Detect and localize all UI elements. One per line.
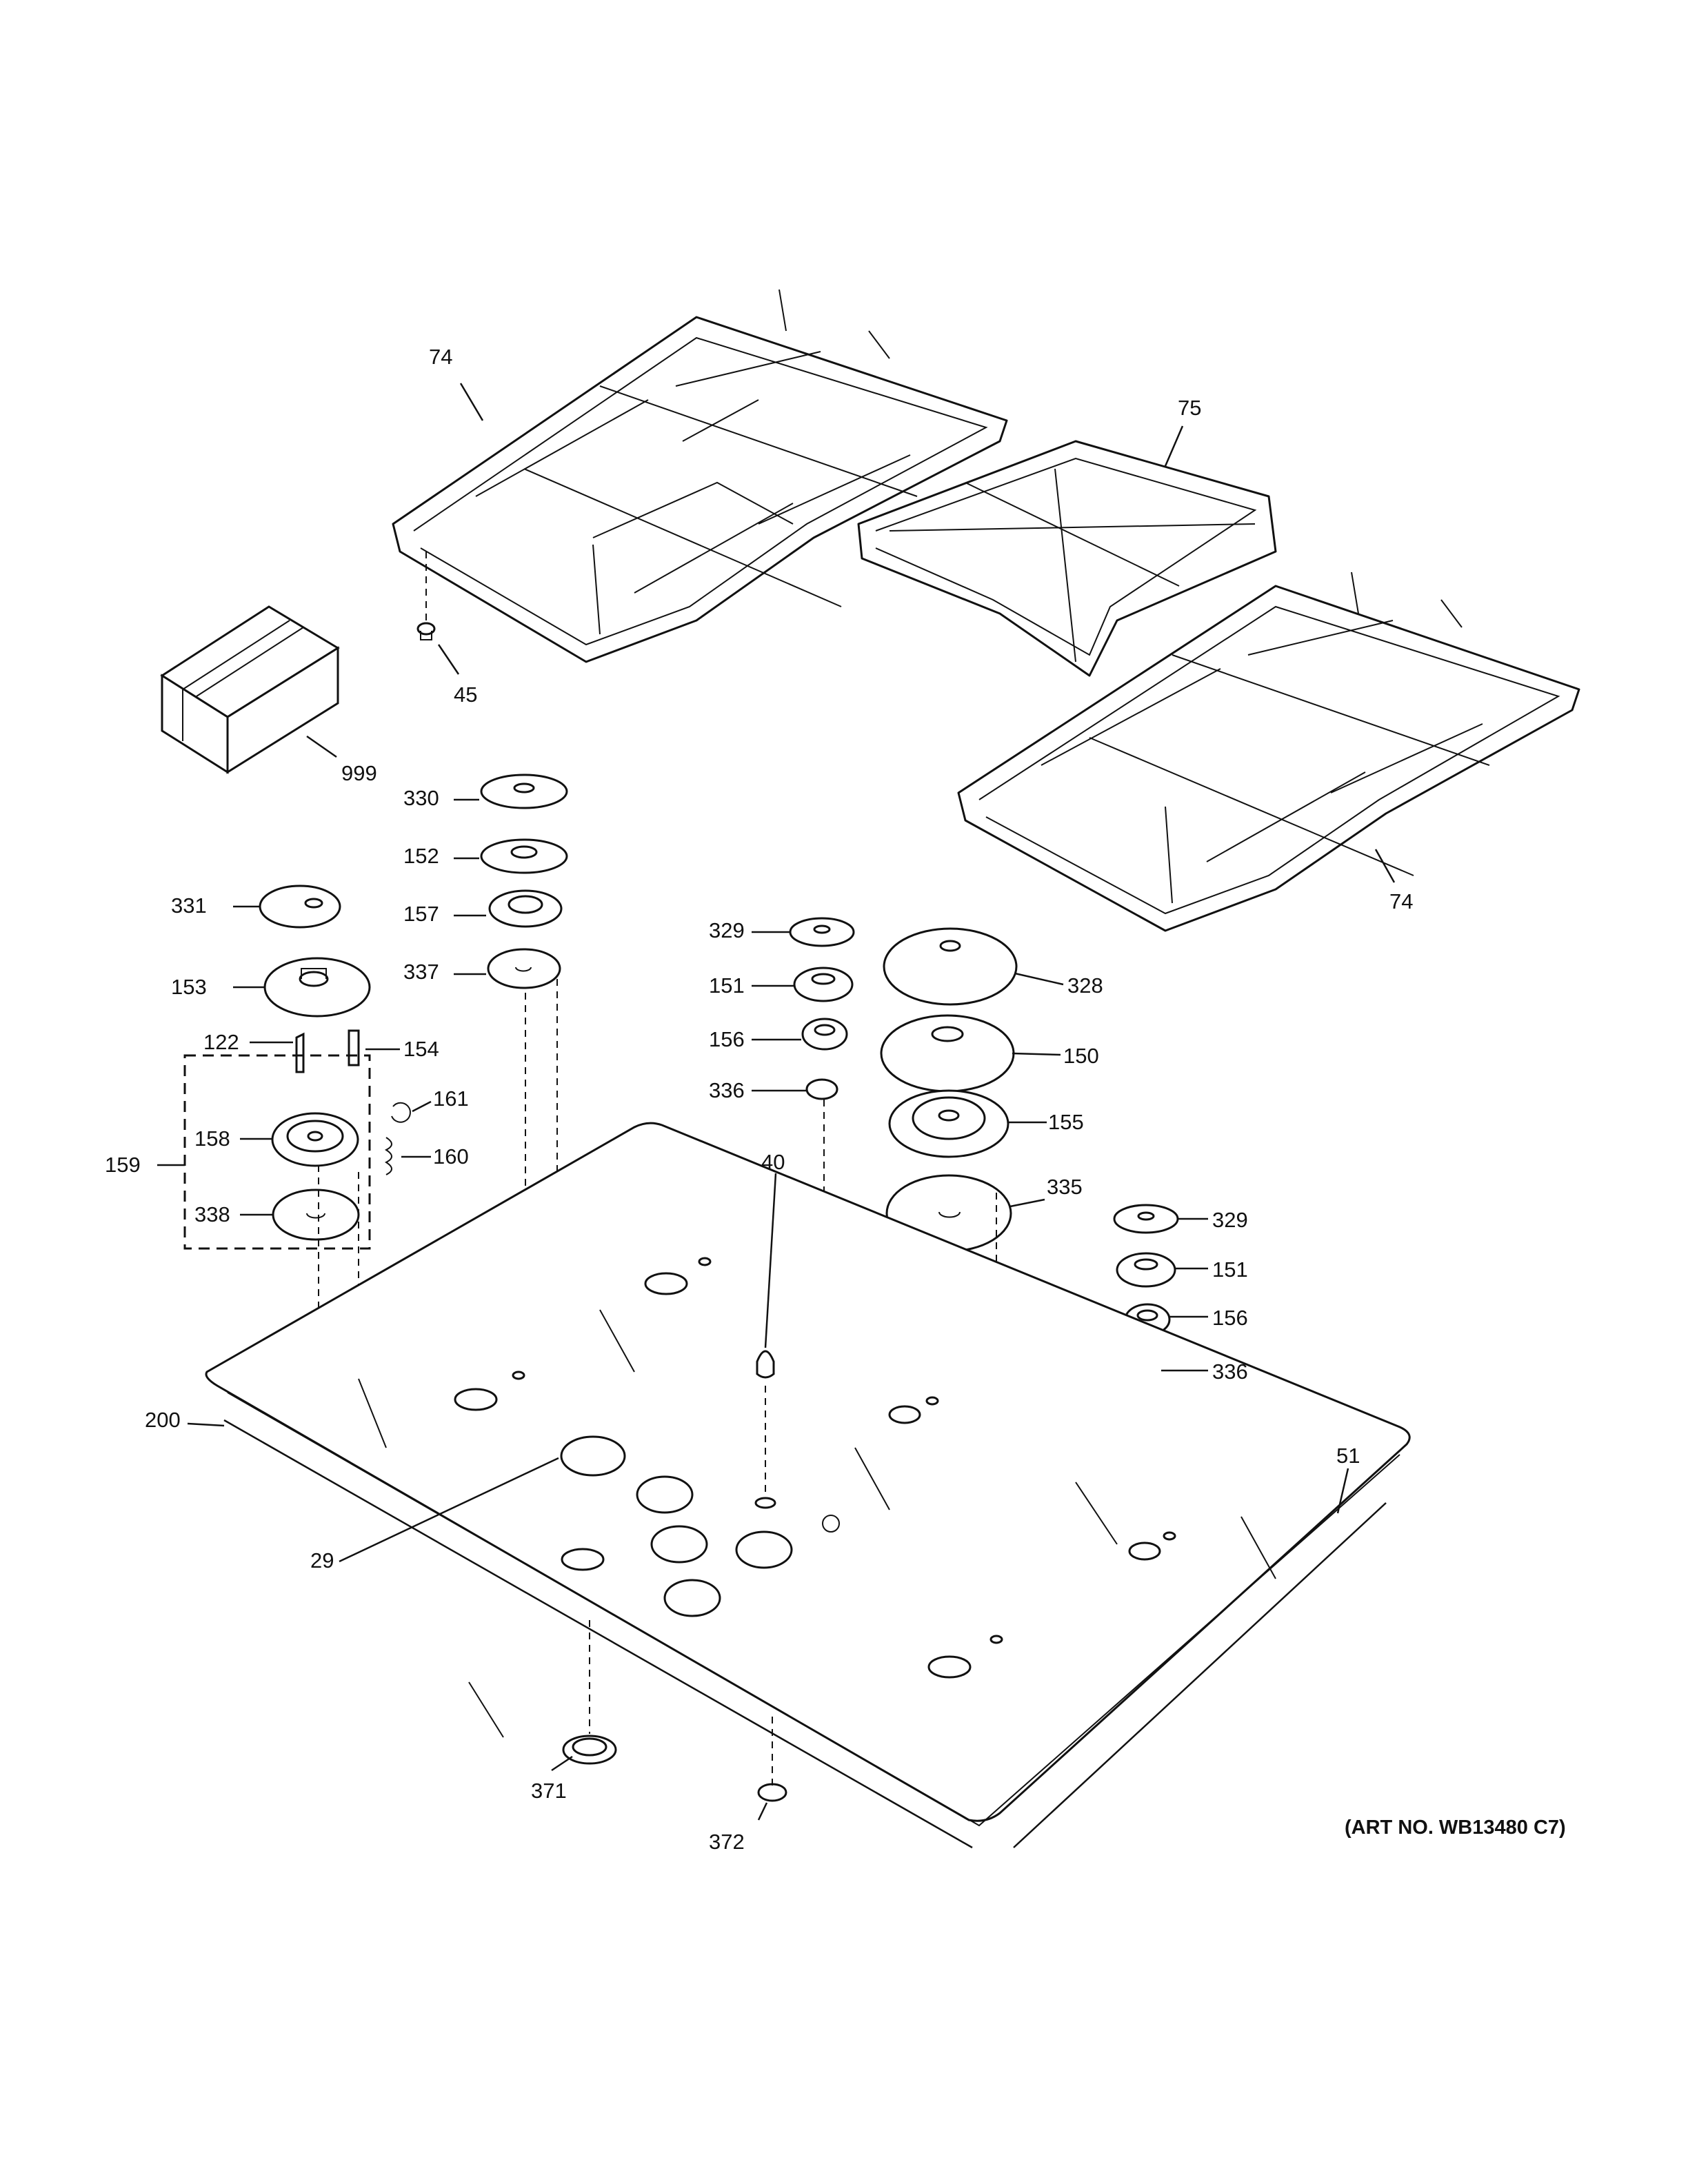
callout-151: 151 (709, 973, 745, 998)
callout-158: 158 (194, 1126, 230, 1151)
callout-336: 336 (1212, 1359, 1248, 1384)
callout-371: 371 (531, 1779, 567, 1803)
callout-336: 336 (709, 1078, 745, 1102)
callout-338: 338 (194, 1202, 230, 1226)
grommet-371 (562, 1620, 617, 1765)
callout-151: 151 (1212, 1257, 1248, 1282)
art-number: (ART NO. WB13480 C7) (1345, 1817, 1566, 1839)
callout-161: 161 (433, 1086, 469, 1111)
callout-155: 155 (1048, 1110, 1084, 1134)
callout-40: 40 (761, 1150, 785, 1174)
callout-122: 122 (203, 1030, 239, 1054)
control-knobs (560, 1350, 793, 1617)
callout-330: 330 (403, 786, 439, 810)
callout-154: 154 (403, 1037, 439, 1061)
callout-51: 51 (1336, 1444, 1360, 1468)
callout-372: 372 (709, 1830, 745, 1854)
callout-45: 45 (454, 682, 477, 707)
callout-999: 999 (341, 761, 377, 785)
burner-left-front-stack (183, 884, 519, 1372)
left-grate-74 (392, 289, 1008, 663)
callout-150: 150 (1063, 1044, 1099, 1068)
callout-160: 160 (433, 1144, 469, 1169)
callout-331: 331 (171, 893, 207, 918)
callout-74: 74 (1389, 889, 1413, 913)
carton-999 (160, 605, 340, 774)
callout-29: 29 (310, 1548, 334, 1573)
burner-left-rear-stack (480, 774, 705, 1262)
callout-156: 156 (709, 1027, 745, 1051)
callout-335: 335 (1047, 1175, 1083, 1199)
callout-329: 329 (709, 918, 745, 942)
callout-157: 157 (403, 902, 439, 926)
callout-200: 200 (145, 1408, 181, 1432)
callout-159: 159 (105, 1153, 141, 1177)
callout-329: 329 (1212, 1208, 1248, 1232)
screw-45 (416, 552, 436, 640)
right-grate-74 (957, 572, 1580, 932)
cooktop-glass-51 (205, 1122, 1411, 1849)
callout-153: 153 (171, 975, 207, 999)
middle-grate-75 (857, 440, 1277, 677)
grommet-372 (757, 1717, 787, 1802)
callout-328: 328 (1067, 973, 1103, 998)
callout-152: 152 (403, 844, 439, 868)
callout-156: 156 (1212, 1306, 1248, 1330)
callout-74: 74 (429, 345, 452, 369)
callout-75: 75 (1178, 396, 1201, 420)
callout-337: 337 (403, 960, 439, 984)
